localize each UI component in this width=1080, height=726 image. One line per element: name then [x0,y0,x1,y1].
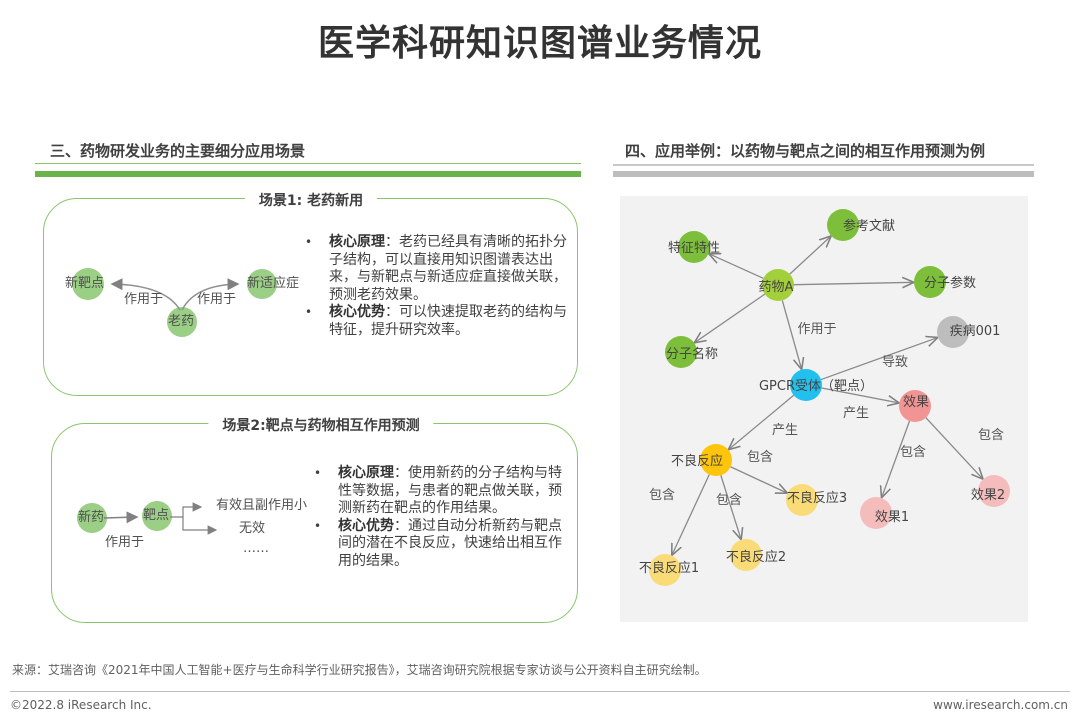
graph-node-label-adverse2: 不良反应2 [726,549,786,565]
edge-new-drug-to-target [103,511,139,524]
graph-edge-drugA-feature [709,254,764,279]
label-target: 靶点 [143,508,170,523]
graph-edge-label: 包含 [747,449,773,465]
label-new-drug: 新药 [78,510,105,525]
graph-node-label-effect2: 效果2 [971,488,1005,503]
graph-node-effect[interactable] [899,390,931,422]
graph-edge-label: 包含 [716,492,742,508]
right-section-heading: 四、应用举例：以药物与靶点之间的相互作用预测为例 [625,142,986,160]
edge-label-left: 作用于 [124,292,164,307]
graph-node-label-ref: 参考文献 [843,218,895,234]
node-new-target [72,268,104,300]
graph-edge-label: 包含 [978,427,1004,443]
graph-node-drugA[interactable] [762,269,794,301]
graph-edge-label: 导致 [882,355,908,370]
scene1-bullet-1: 核心原理：老药已经具有清晰的拓扑分子结构，可以直接用知识图谱表达出来，与新靶点与… [305,234,567,304]
label-new-indication: 新适应症 [247,276,300,291]
graph-edge-label: 作用于 [797,322,836,337]
graph-edge-gpcr-adverse [728,394,795,450]
graph-node-label-adverse3: 不良反应3 [787,490,847,506]
node-new-indication [247,269,277,299]
graph-node-adverse3[interactable] [786,484,818,516]
graph-edge-effect-effect1 [881,420,911,498]
graph-node-gpcr[interactable] [790,369,822,401]
scene2-bullet-1: 核心原理：使用新药的分子结构与特性等数据，与患者的靶点做关联，预测新药在靶点的作… [314,465,572,518]
graph-node-disease[interactable] [937,316,969,348]
graph-node-label-feature: 特征特性 [668,241,720,256]
graph-edge-effect-effect2 [925,417,983,480]
outcome-ineffective: 无效 [239,521,266,536]
outcome-more: …… [243,541,269,556]
scene2-bullets: 核心原理：使用新药的分子结构与特性等数据，与患者的靶点做关联，预测新药在靶点的作… [314,465,572,570]
graph-node-feature[interactable] [678,231,710,263]
left-section-heading: 三、药物研发业务的主要细分应用场景 [50,142,306,160]
graph-edge-drugA-molparam [793,282,914,284]
graph-node-label-molname: 分子名称 [666,346,718,362]
graph-edge-label: 产生 [843,406,869,421]
footer-divider [10,691,1070,692]
label-old-drug: 老药 [168,314,195,329]
edge-old-drug-to-new-indication [181,278,240,311]
graph-node-label-effect: 效果 [903,395,929,410]
edge-target-effective [170,502,203,518]
edge-label-right: 作用于 [197,292,237,307]
graph-edge-adverse-adverse2 [720,475,741,539]
graph-edge-drugA-gpcr [781,300,801,369]
graph-edge-label: 产生 [772,423,798,438]
edge-label-acts-on: 作用于 [105,535,145,550]
graph-edge-label: 包含 [900,444,926,460]
graph-node-label-adverse: 不良反应 [671,453,723,469]
graph-node-molname[interactable] [665,336,697,368]
graph-node-effect2[interactable] [978,475,1010,507]
graph-edge-label: 包含 [649,487,675,503]
right-divider-bar [613,171,1034,177]
graph-edge-adverse-adverse1 [672,474,710,556]
edge-old-drug-to-new-target [110,278,181,311]
node-new-drug [77,503,107,533]
node-old-drug [167,307,197,337]
heading-divider-thin [35,163,581,164]
scene1-bullets: 核心原理：老药已经具有清晰的拓扑分子结构，可以直接用知识图谱表达出来，与新靶点与… [305,234,567,339]
outcome-effective: 有效且副作用小 [216,498,308,513]
copyright: ©2022.8 iResearch Inc. [10,698,152,712]
graph-node-effect1[interactable] [860,497,892,529]
graph-node-label-disease: 疾病001 [950,324,1001,339]
scene2-title: 场景2:靶点与药物相互作用预测 [208,415,434,435]
right-divider-thin [613,164,1034,166]
graph-node-label-drugA: 药物A [759,280,794,295]
graph-node-label-effect1: 效果1 [875,510,909,525]
graph-edge-gpcr-effect [821,387,900,403]
graph-edge-drugA-ref [789,236,831,275]
website-link[interactable]: www.iresearch.com.cn [933,698,1068,712]
graph-node-label-adverse1: 不良反应1 [639,560,699,576]
graph-node-molparam[interactable] [914,266,946,298]
node-target [142,501,172,531]
scene1-title: 场景1: 老药新用 [244,190,378,210]
graph-edge-gpcr-disease [820,337,938,381]
scene-diagrams [72,268,277,535]
graph-edge-adverse-adverse3 [730,466,788,494]
graph-node-adverse2[interactable] [730,539,762,571]
graph-edge-drugA-molname [694,293,766,343]
heading-divider-bar [35,171,581,177]
label-new-target: 新靶点 [65,276,105,291]
scene1-bullet-2: 核心优势：可以快速提取老药的结构与特征，提升研究效率。 [305,304,567,339]
graph-node-ref[interactable] [827,209,859,241]
graph-node-adverse1[interactable] [649,554,681,586]
graph-node-adverse[interactable] [700,444,732,476]
page-title: 医学科研知识图谱业务情况 [317,23,762,64]
source-note: 来源：艾瑞咨询《2021年中国人工智能+医疗与生命科学行业研究报告》，艾瑞咨询研… [12,663,707,677]
graph-node-label-gpcr: GPCR受体（靶点） [759,379,873,394]
scene2-bullet-2: 核心优势：通过自动分析新药与靶点间的潜在不良反应，快速给出相互作用的结果。 [314,518,572,571]
graph-panel [620,196,1028,622]
edge-target-ineffective [182,517,218,535]
graph-node-label-molparam: 分子参数 [924,275,976,291]
